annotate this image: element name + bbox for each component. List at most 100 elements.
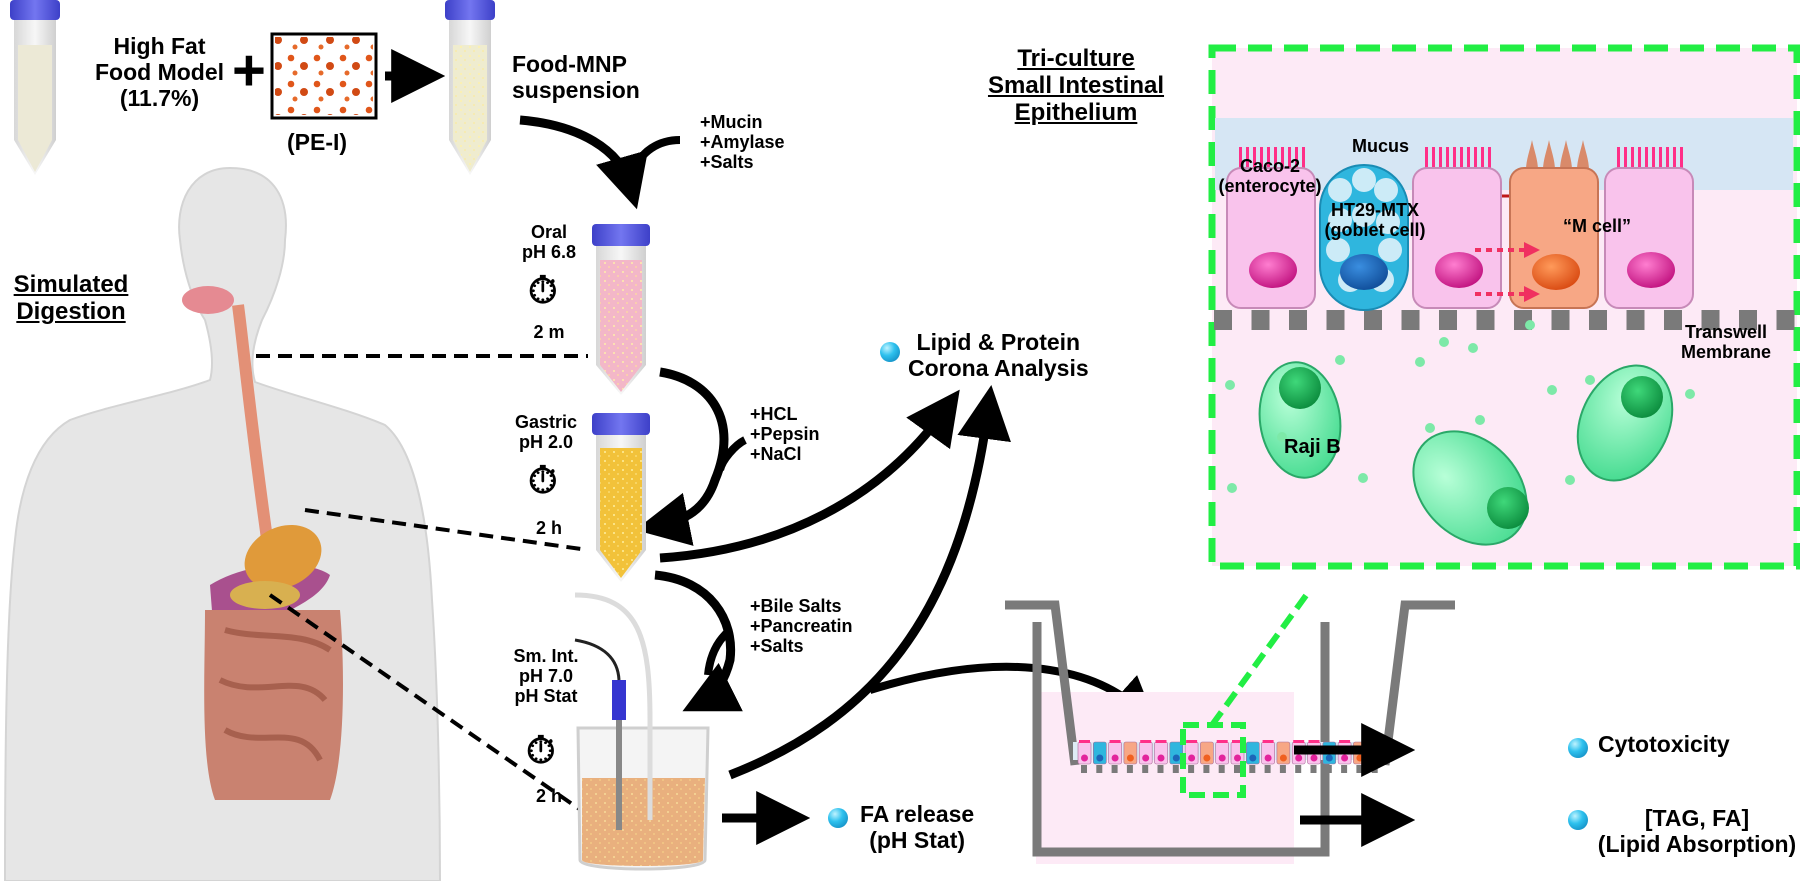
goblet-nucleus [1340,254,1388,290]
mini-membrane-pore [1126,765,1133,773]
microvillus [1267,147,1270,169]
caco2-label: Caco-2 (enterocyte) [1218,156,1322,197]
mini-membrane-pore [1172,765,1179,773]
membrane-pore [1739,310,1757,330]
microvillus [1460,147,1463,169]
mini-nucleus [1310,754,1318,762]
inset-cells [1226,140,1694,311]
tri-culture-title: Tri-culture Small Intestinal Epithelium [987,45,1165,126]
particle-dot [1439,337,1449,347]
m-cell-fold [1577,140,1589,170]
mini-nucleus [1142,754,1150,762]
particle-dot [1565,475,1575,485]
transwell-insert [1005,600,1455,864]
mini-microvilli [1079,740,1090,743]
particle-dot [1585,375,1595,385]
intestine-arrow [654,570,743,712]
suspension-tube [445,0,495,175]
m-cell-nucleus [1532,254,1580,290]
mini-membrane-pore [1310,765,1317,773]
oral-tube [592,224,650,395]
ht29-label: HT29-MTX (goblet cell) [1324,200,1426,241]
oral-additives: +Mucin +Amylase +Salts [700,112,785,173]
raji-nucleus [1487,487,1529,529]
oral-additive-arrow [628,136,681,177]
microvillus [1274,147,1277,169]
mini-nucleus [1218,754,1226,762]
m-cell-fold [1543,140,1555,170]
gastric-to-corona-arrow [659,389,960,563]
mini-nucleus [1081,754,1088,762]
particle-label: (PE-I) [287,129,348,155]
particle-dot [1277,432,1287,442]
microvillus [1617,147,1620,169]
gastric-additives: +HCL +Pepsin +NaCl [750,404,820,465]
mini-microvilli [1232,740,1243,743]
intestines [204,610,343,800]
microvillus [1288,147,1291,169]
membrane-pore [1589,310,1607,330]
particle-dot [1227,483,1237,493]
mini-microvilli [1308,740,1320,743]
microvillus [1624,147,1627,169]
membrane-label: Transwell Membrane [1680,322,1772,363]
gastric-time: 2 h [535,518,562,538]
stopwatch-icon: ⏱ [528,270,558,312]
zoom-connector-line [1209,588,1313,727]
m-cell-fold [1526,140,1538,170]
mini-nucleus [1111,754,1119,762]
microvillus [1295,147,1298,169]
mini-nucleus [1203,754,1211,762]
mucin-granule [1376,210,1400,234]
mini-nucleus [1126,754,1134,762]
fa-release-label: FA release (pH Stat) [860,801,975,853]
absorption-bullet-icon [1568,810,1588,830]
ph-probe [612,680,626,720]
mini-membrane-pore [1341,765,1348,773]
particle-dot [1685,389,1695,399]
membrane-pore [1401,310,1420,330]
mini-membrane-pore [1203,765,1210,773]
mini-nucleus [1341,754,1349,762]
fa-release-bullet-icon [828,808,848,828]
mini-membrane-pore [1188,765,1195,773]
mini-membrane-pore [1249,765,1256,773]
absorption-label: [TAG, FA] (Lipid Absorption) [1597,805,1797,857]
oral-arrow [519,115,649,210]
enterocyte-nucleus [1249,252,1297,288]
particle-dot [1475,415,1485,425]
mini-microvilli [1140,740,1152,743]
particle-dot [1525,320,1535,330]
mucin-granule [1352,168,1376,192]
mucin-granule [1352,203,1376,227]
particle-dot [1468,343,1478,353]
membrane-pore [1776,310,1795,330]
intestine-additive-arrow [704,626,733,676]
mucin-granule [1328,208,1352,232]
suspension-label: Food-MNP suspension [512,51,640,103]
particle-dot [1425,423,1435,433]
particle-dot [1225,380,1235,390]
mini-nucleus [1172,754,1180,762]
mini-microvilli [1109,740,1121,743]
mini-nucleus [1249,754,1257,762]
particle-dot [1335,355,1345,365]
mini-microvilli [1262,740,1274,743]
enterocyte-nucleus [1627,252,1675,288]
mini-membrane-pore [1325,765,1332,773]
microvillus [1246,147,1249,169]
stomach-connector [304,508,589,552]
intestine-additives: +Bile Salts +Pancreatin +Salts [750,596,853,657]
microvillus [1439,147,1442,169]
mucus-label: Mucus [1352,136,1410,156]
microvillus [1680,147,1683,169]
gastric-arrow [635,367,729,546]
microvillus [1659,147,1662,169]
microvillus [1260,147,1263,169]
microvillus [1666,147,1669,169]
raji-cells [1225,320,1695,546]
corona-bullet-icon [880,342,900,362]
stopwatch-icon: ⏱ [526,730,556,772]
enterocyte-nucleus [1435,252,1483,288]
